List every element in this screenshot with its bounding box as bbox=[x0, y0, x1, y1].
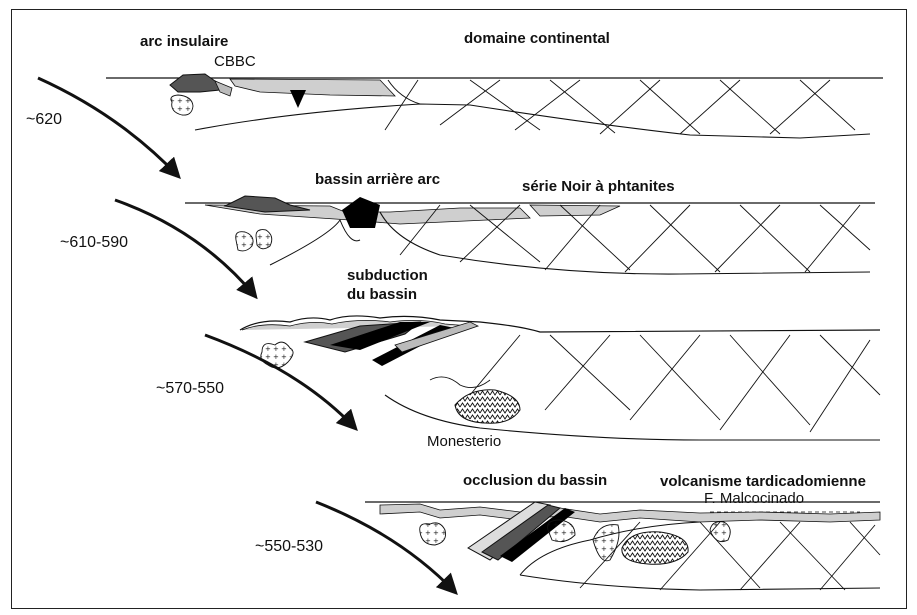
pluton-1 bbox=[171, 95, 193, 115]
label-monesterio: Monesterio bbox=[427, 433, 501, 450]
pluton-4b bbox=[548, 520, 576, 542]
age-label-1: ~620 bbox=[26, 111, 62, 128]
stage-1: ~620 arc insulaire CBBC domaine continen… bbox=[26, 30, 883, 176]
label-subduction: subduction bbox=[347, 267, 428, 284]
pluton-4c bbox=[593, 525, 619, 561]
age-label-2: ~610-590 bbox=[60, 234, 128, 251]
monesterio-body bbox=[455, 390, 520, 423]
pluton-2b bbox=[256, 230, 272, 249]
stage-4: ~550-530 occlusion du bassin volcanisme … bbox=[255, 472, 880, 592]
label-malcocinado: F. Malcocinado bbox=[704, 490, 804, 507]
label-bassin-arriere-arc: bassin arrière arc bbox=[315, 171, 440, 188]
age-label-3: ~570-550 bbox=[156, 380, 224, 397]
pluton-4a bbox=[420, 523, 446, 545]
stage-3: ~570-550 subduction du bassin Monesterio bbox=[156, 267, 880, 450]
stage-2: ~610-590 bassin arrière arc série Noir à… bbox=[60, 171, 875, 296]
label-domaine-continental: domaine continental bbox=[464, 30, 610, 47]
back-arc-basin bbox=[342, 197, 380, 228]
label-du-bassin: du bassin bbox=[347, 286, 417, 303]
pluton-2a bbox=[236, 232, 253, 251]
label-volcanisme: volcanisme tardicadomienne bbox=[660, 473, 866, 490]
label-occlusion: occlusion du bassin bbox=[463, 472, 607, 489]
label-cbbc: CBBC bbox=[214, 53, 256, 70]
label-arc-insulaire: arc insulaire bbox=[140, 33, 228, 50]
label-serie-noir: série Noir à phtanites bbox=[522, 178, 675, 195]
age-label-4: ~550-530 bbox=[255, 538, 323, 555]
malcocinado-body bbox=[622, 532, 688, 564]
pluton-3 bbox=[261, 342, 293, 368]
pluton-4d bbox=[710, 522, 730, 542]
stage-2-arrow bbox=[115, 200, 255, 296]
